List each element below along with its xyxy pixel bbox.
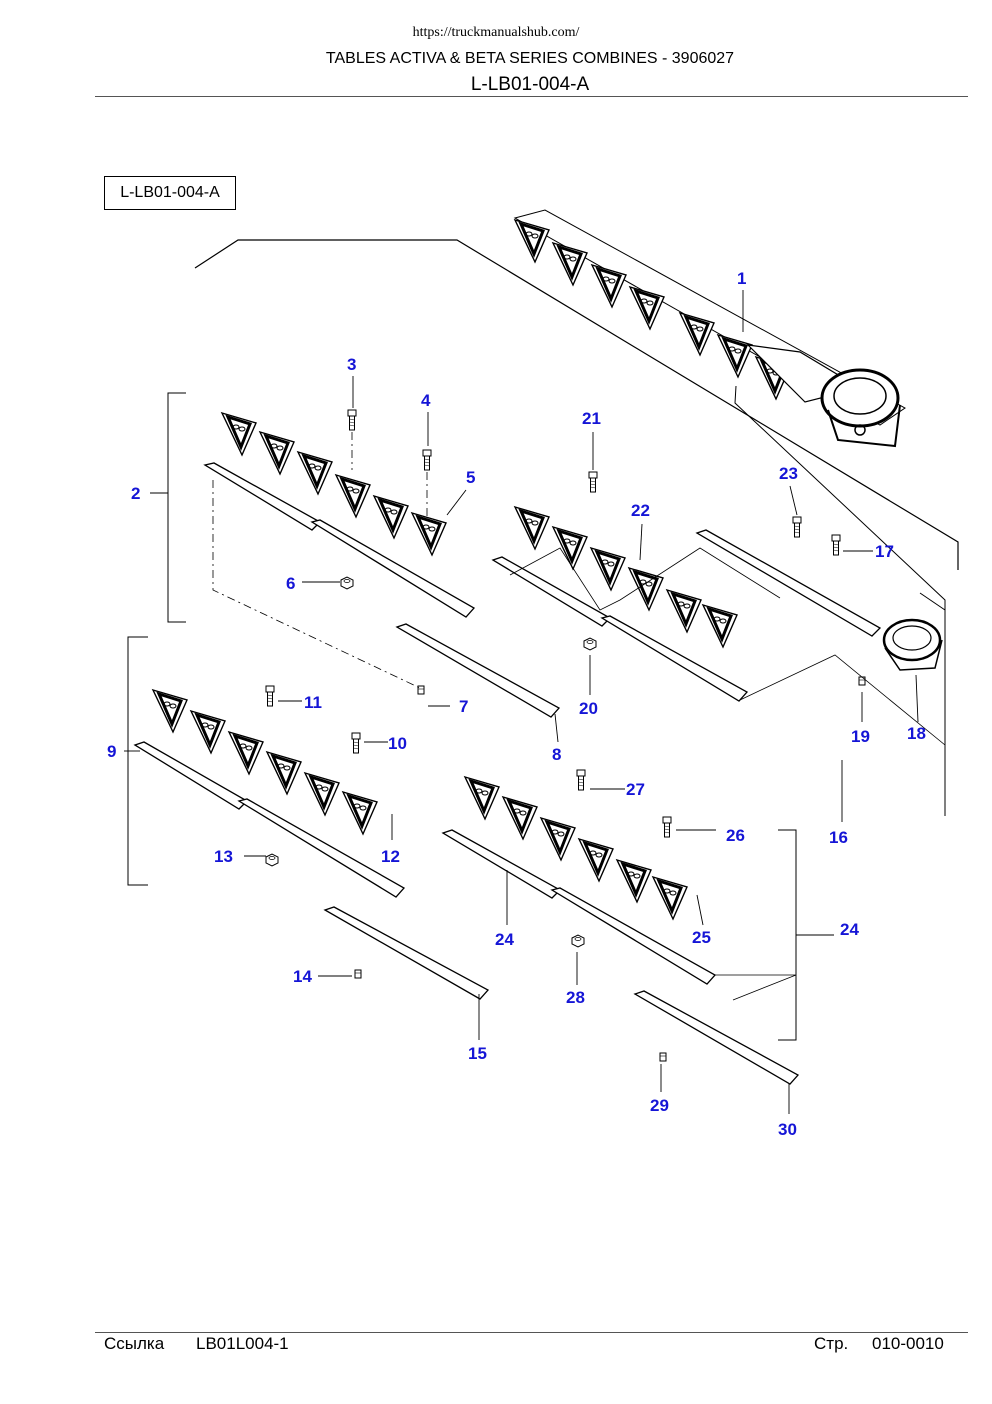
source-url: https://truckmanualshub.com/	[412, 25, 580, 40]
callout-20: 20	[579, 699, 598, 718]
callout-29: 29	[650, 1096, 669, 1115]
leader-lines	[124, 290, 919, 1114]
callout-16: 16	[829, 828, 848, 847]
callout-5: 5	[466, 468, 475, 487]
callout-2: 2	[131, 484, 140, 503]
callout-14: 14	[293, 967, 312, 986]
callout-24-left: 24	[495, 930, 514, 949]
callout-7: 7	[459, 697, 468, 716]
callout-25: 25	[692, 928, 711, 947]
header-rule	[95, 96, 968, 97]
callout-9: 9	[107, 742, 116, 761]
callout-6: 6	[286, 574, 295, 593]
page-value: 010-0010	[872, 1334, 944, 1353]
callout-22: 22	[631, 501, 650, 520]
knife-assembly-24	[441, 769, 834, 1085]
callout-26: 26	[726, 826, 745, 845]
callout-28: 28	[566, 988, 585, 1007]
callout-15: 15	[468, 1044, 487, 1063]
callout-numbers: 1 2 3 4 5 6 7 8 9 10 11 12 13 14 15 16 1…	[107, 269, 926, 1139]
figure-label-box: L-LB01-004-A	[104, 176, 236, 210]
document-title: TABLES ACTIVA & BETA SERIES COMBINES - 3…	[325, 50, 735, 67]
callout-21: 21	[582, 409, 601, 428]
callout-23: 23	[779, 464, 798, 483]
callout-4: 4	[421, 391, 431, 410]
callout-27: 27	[626, 780, 645, 799]
knife-assembly-1	[194, 209, 959, 816]
knife-assembly-9	[127, 636, 490, 1000]
callout-13: 13	[214, 847, 233, 866]
callout-1: 1	[737, 269, 746, 288]
callout-19: 19	[851, 727, 870, 746]
page-label: Стр.	[814, 1334, 849, 1353]
callout-24-right: 24	[840, 920, 859, 939]
callout-3: 3	[347, 355, 356, 374]
reference-label: Ссылка	[104, 1334, 165, 1353]
callout-8: 8	[552, 745, 561, 764]
knife-assembly-2	[150, 392, 561, 718]
callout-11: 11	[304, 693, 322, 712]
figure-code: L-LB01-004-A	[470, 74, 590, 95]
knife-assembly-16	[491, 471, 946, 746]
callout-12: 12	[381, 847, 400, 866]
callout-10: 10	[388, 734, 407, 753]
callout-18: 18	[907, 724, 926, 743]
callout-17: 17	[875, 542, 894, 561]
footer-rule	[95, 1332, 968, 1333]
reference-value: LB01L004-1	[196, 1334, 289, 1353]
callout-30: 30	[778, 1120, 797, 1139]
